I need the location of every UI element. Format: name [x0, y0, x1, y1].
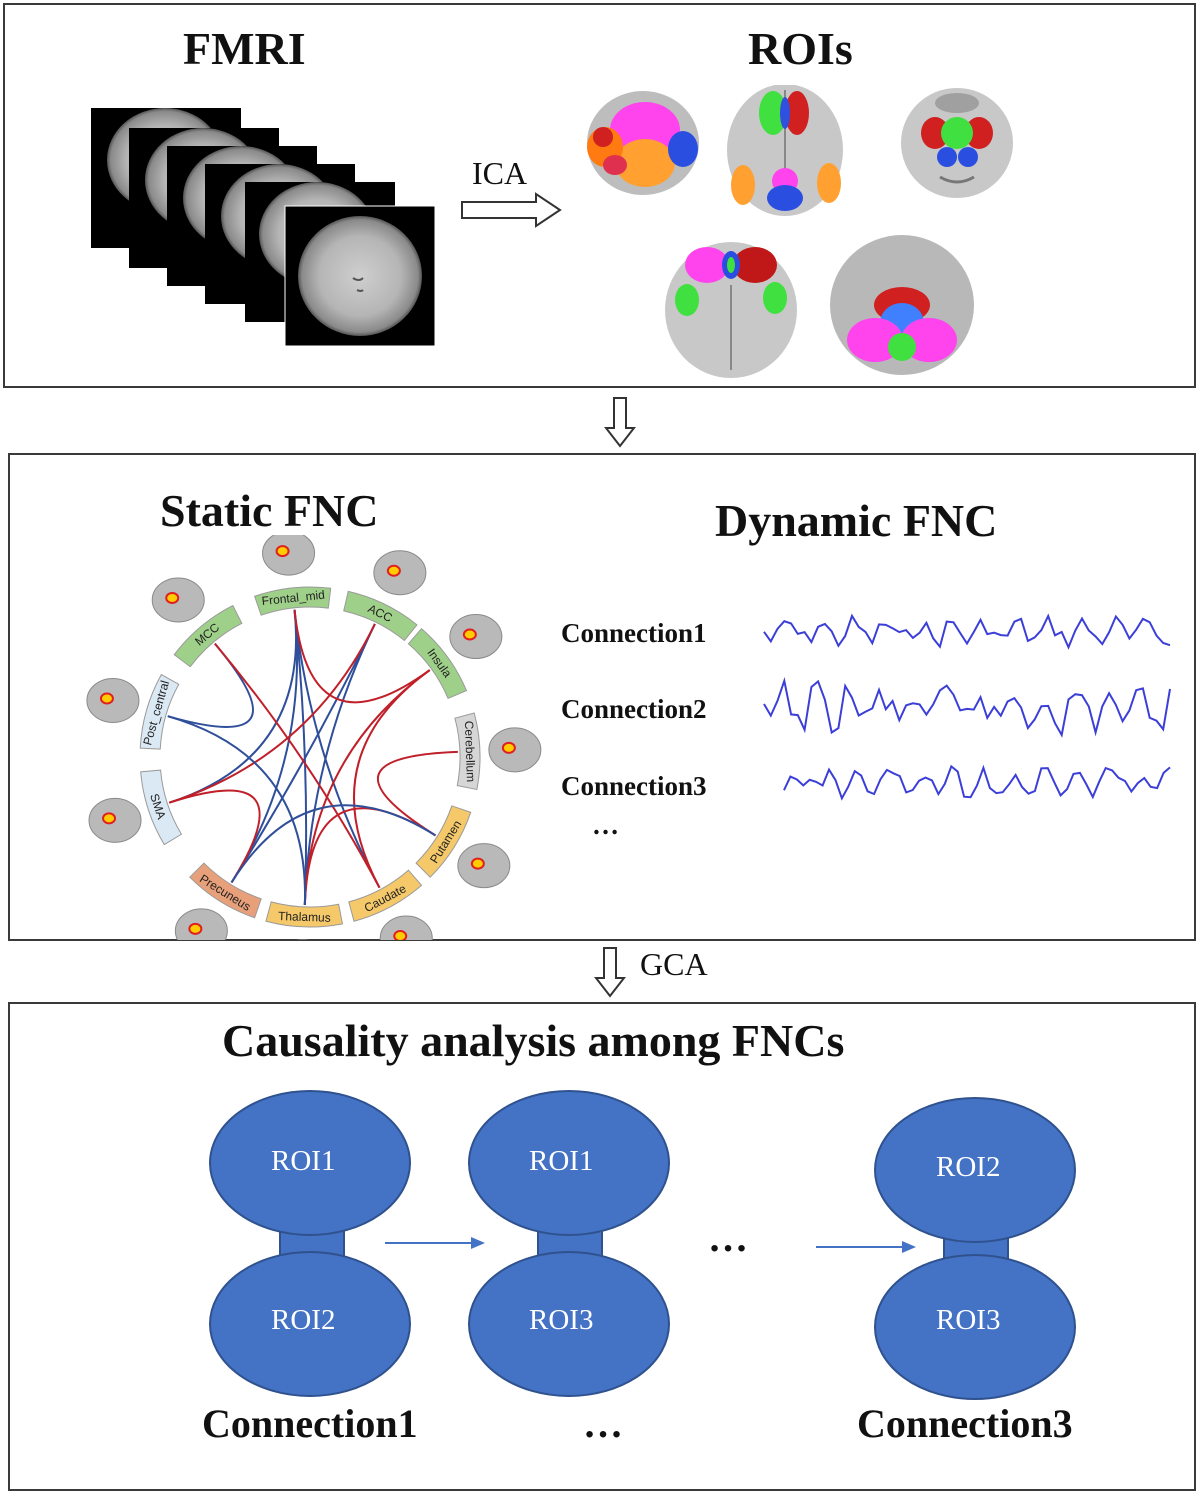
pair-2-top-node [468, 1090, 670, 1236]
roi-brain-2 [727, 85, 843, 216]
fnc-edge [214, 642, 381, 889]
pair-2-shape [468, 1090, 670, 1397]
fmri-slice-stack [91, 108, 436, 347]
pair-2-top-label: ROI1 [529, 1145, 594, 1177]
pair-2-bottom-node [468, 1251, 670, 1397]
connection-label-1: Connection1 [561, 618, 707, 648]
pair-1-top-label: ROI1 [271, 1145, 336, 1177]
connectogram-segment-label: Frontal_mid [261, 588, 325, 609]
static-fnc-title: Static FNC [160, 485, 379, 536]
segment-brain-thumbnail [151, 577, 205, 623]
fnc-edge [303, 669, 431, 905]
segment-brain-thumbnail [379, 915, 433, 940]
middle-dots: … [708, 1215, 748, 1260]
fmri-slice-front [284, 205, 436, 347]
fnc-edge [168, 789, 261, 884]
fmri-title: FMRI [183, 23, 306, 74]
pair-3-bottom-label: ROI3 [936, 1304, 1001, 1336]
connectogram-segment-thalamus [265, 901, 344, 928]
connectogram-segment-label: Thalamus [278, 909, 331, 925]
segment-brain-thumbnail [88, 797, 142, 843]
causal-arrow-2 [816, 1241, 916, 1253]
pair-3-shape [874, 1097, 1076, 1400]
fnc-edge [293, 609, 381, 889]
causal-arrow-1 [385, 1237, 485, 1249]
pair-3-top-label: ROI2 [936, 1151, 1001, 1183]
ica-label: ICA [472, 155, 528, 191]
connectogram-segment-acc [343, 590, 418, 642]
pair-3-bottom-node [874, 1254, 1076, 1400]
segment-brain-thumbnail [86, 677, 140, 723]
connectogram-segment-insula [407, 627, 468, 700]
segment-brain-thumbnail [373, 550, 427, 596]
pair-2-caption: … [583, 1401, 623, 1446]
segment-brain-thumbnail [449, 614, 503, 660]
fnc-edge [293, 609, 431, 704]
fnc-edge [167, 715, 306, 905]
roi-brain-5 [830, 235, 974, 375]
connectogram-segment-sma [140, 769, 183, 846]
down-arrow-1 [604, 397, 636, 448]
connection-more: … [592, 810, 619, 840]
pair-1-top-node [209, 1090, 411, 1236]
segment-brain-thumbnail [457, 843, 511, 889]
down-arrow-gca [594, 947, 626, 998]
fnc-edge [353, 669, 431, 889]
roi-brain-1 [587, 91, 699, 195]
roi-brain-3 [901, 88, 1013, 198]
connection-signal-2 [763, 676, 1171, 738]
fnc-edge [303, 623, 376, 905]
ica-arrow [461, 192, 562, 228]
pair-2-bottom-label: ROI3 [529, 1304, 594, 1336]
connectogram-segment-cerebellum [454, 712, 481, 791]
connection-signal-3 [783, 764, 1171, 801]
causality-title: Causality analysis among FNCs [222, 1015, 845, 1066]
connection-label-3: Connection3 [561, 771, 707, 801]
connectogram-segment-label: Post_central [140, 679, 172, 747]
fnc-edge [230, 623, 376, 884]
connectogram-segment-label: Cerebellum [462, 721, 478, 783]
connectogram-segment-post-central [139, 673, 180, 750]
pair-1-caption: Connection1 [202, 1401, 418, 1446]
segment-brain-thumbnail [262, 535, 316, 576]
gca-label: GCA [640, 946, 708, 982]
fnc-edge [168, 623, 376, 804]
pair-1-bottom-node [209, 1251, 411, 1397]
dynamic-fnc-title: Dynamic FNC [715, 495, 998, 546]
pair-1-shape [209, 1090, 411, 1397]
connectogram-segment-caudate [348, 869, 423, 922]
static-fnc-connectogram: MCCFrontal_midACCInsulaCerebellumPutamen… [86, 535, 542, 940]
segment-brain-thumbnail [174, 908, 228, 940]
panel-fnc [8, 453, 1196, 941]
rois-title: ROIs [748, 23, 853, 74]
connectogram-segment-frontal-mid [254, 586, 332, 616]
connection-label-2: Connection2 [561, 694, 707, 724]
connectogram-segment-putamen [415, 805, 472, 878]
fnc-edge [230, 804, 437, 884]
connectogram-segment-precuneus [189, 862, 262, 919]
connection-signal-1 [763, 613, 1171, 650]
pair-3-top-node [874, 1097, 1076, 1243]
connectogram-segment-mcc [173, 604, 243, 668]
roi-brain-maps [587, 85, 1013, 378]
pair-3-caption: Connection3 [857, 1401, 1073, 1446]
pair-1-bottom-label: ROI2 [271, 1304, 336, 1336]
roi-brain-4 [665, 242, 797, 378]
segment-brain-thumbnail [488, 727, 542, 773]
fnc-edge [377, 750, 458, 837]
dynamic-fnc-signals [763, 613, 1171, 801]
